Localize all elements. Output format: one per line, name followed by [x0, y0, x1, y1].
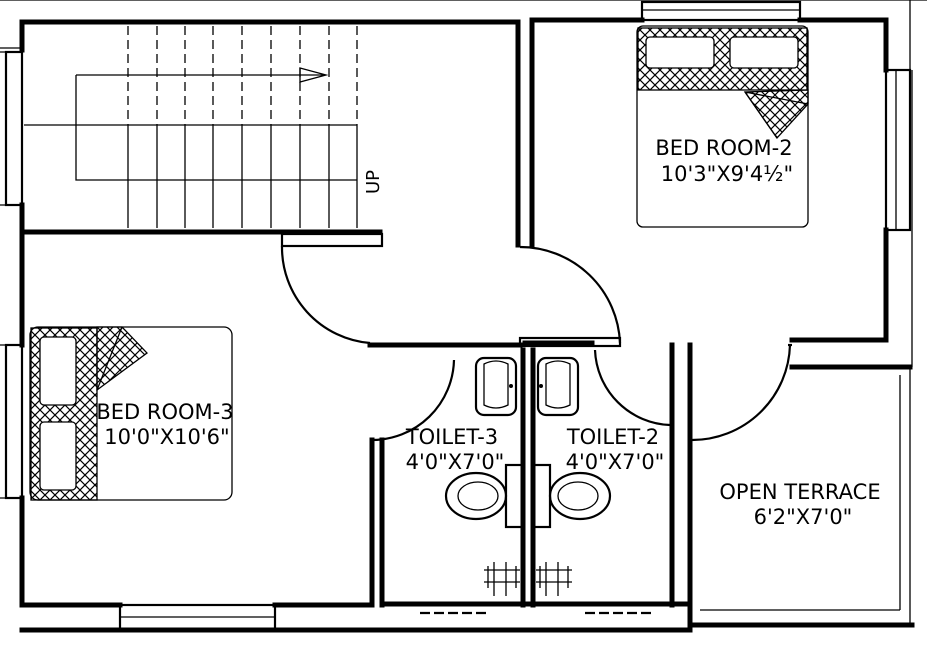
toilet-3-size: 4'0"X7'0"	[406, 450, 505, 474]
walls	[19, 17, 915, 633]
bed-room-2-size: 10'3"X9'4½"	[661, 162, 793, 186]
bed-3	[29, 326, 233, 501]
floor-trap-toilet-2	[536, 562, 572, 596]
bed-room-3-size: 10'0"X10'6"	[104, 425, 229, 449]
open-terrace-size: 6'2"X7'0"	[754, 505, 853, 529]
washbasin-toilet-3	[474, 356, 518, 417]
bed-2	[636, 25, 809, 228]
stair-up-label: UP	[363, 170, 384, 194]
toilet-fixtures	[444, 356, 612, 596]
toilet-2-name: TOILET-2	[566, 425, 659, 449]
doors	[280, 232, 792, 442]
washbasin-toilet-2	[536, 356, 580, 417]
toilet-2-size: 4'0"X7'0"	[566, 450, 665, 474]
room-labels: BED ROOM-2 10'3"X9'4½" BED ROOM-3 10'0"X…	[96, 136, 880, 529]
staircase: UP	[24, 26, 384, 228]
bed-room-3-name: BED ROOM-3	[96, 400, 233, 424]
toilet-3-name: TOILET-3	[405, 425, 498, 449]
stair-treads	[127, 26, 358, 228]
floor-trap-toilet-3	[484, 562, 520, 596]
wc-toilet-2	[532, 463, 612, 529]
open-terrace-name: OPEN TERRACE	[719, 480, 880, 504]
bed-room-2-name: BED ROOM-2	[655, 136, 792, 160]
wc-toilet-3	[444, 463, 524, 529]
windows	[4, 0, 912, 632]
